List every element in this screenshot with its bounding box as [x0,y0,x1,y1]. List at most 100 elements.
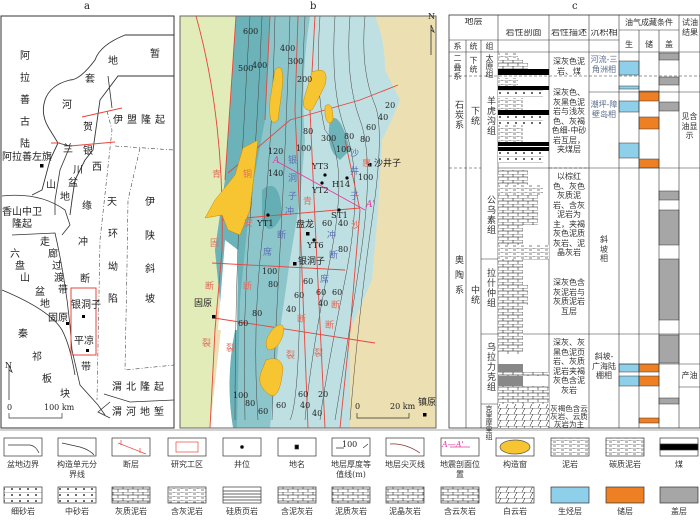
contour-label: 60 [238,319,249,328]
fault-zone-label: 断 [331,301,341,311]
contour-label: 600 [243,27,259,36]
contour-label: 100 [336,145,352,154]
header-system: 系 [453,42,462,51]
map-label: 渡 [54,273,64,284]
profile-end-label: A' [366,200,375,210]
stratigraphic-column [448,14,700,429]
contour-label: 100 [358,173,374,182]
zone-label: 冲 [285,207,295,217]
structural-windows [204,67,334,396]
contour-label: 300 [288,57,304,66]
desc-wulalike: 深灰、灰黑色泥页岩、灰质泥岩夹褐灰色含泥灰岩 [553,338,585,395]
cap-layer-cell [658,397,680,405]
legend-contour-value: 100 [342,440,358,449]
header-reservoir: 储 [645,40,653,49]
place-label: 盘龙 [296,220,315,230]
map-label: 陆 [20,139,30,150]
fault-zone-label: 裂 [286,351,296,361]
map-label: 古 [20,117,30,128]
series-permian: 下统 [469,56,478,74]
map-label: 固原 [48,313,68,324]
contour-label: 100 [296,144,312,153]
scale-zero: 0 [355,402,361,411]
reservoir-layer-cell [638,116,660,130]
header-lith-desc: 岩性描述 [550,29,587,38]
map-label: 天 [107,197,117,208]
contour-label: 80 [245,399,256,408]
well-label: YT1 [257,219,274,229]
legend-item-label: 含云灰岩 [444,507,476,516]
legend-item-label: 储层 [617,507,633,516]
contour-label: 100 [233,391,249,400]
header-strata: 地层 [464,18,483,27]
header-series: 统 [469,42,478,51]
map-label: 伊盟隆起 [113,115,169,126]
map-label: 银洞子 [71,300,101,311]
contour-label: 60 [322,219,333,228]
contour-label: 60 [258,407,269,416]
legend-item-label: 含泥灰岩 [281,507,313,516]
fault-zone-label: 固 [210,239,220,249]
cap-layer-cell [658,258,680,321]
panel-b-map [179,15,437,429]
fault-zone-label: 青 [212,170,222,180]
header-conditions: 油气成藏条件 [625,18,673,27]
legend-profile-symbol: A—A' [442,440,464,449]
series-carboniferous: 下统 [469,106,479,126]
place-label: 固原 [194,299,213,309]
test-yanghugou: 见含油显示 [681,112,698,140]
scale-label: 100 km [44,403,75,412]
source-layer-cell [618,375,640,387]
map-label: 坡 [145,294,155,305]
map-label: 香山中卫 [2,207,42,218]
fault-zone-label: 裂 [226,344,236,354]
panel-a-title: a [84,1,90,12]
fault-zone-label: 惠 [362,159,372,169]
well-label: YT6 [307,241,324,251]
north-label: N [428,12,435,21]
zone-label: 断 [277,231,287,241]
legend-item-label: 泥晶灰岩 [389,507,421,516]
map-label: 平凉 [74,336,94,347]
fault-zone-label: 沙 [351,221,361,231]
north-arrow-icon [430,24,435,55]
legend-item-label: 构造窗 [503,460,527,469]
header-facies: 沉积相 [590,29,618,38]
map-label: 廊 [48,249,58,260]
map-label: 河 [62,100,72,111]
map-label: 地 [108,56,118,67]
legend-item-label: 泥岩 [562,460,578,469]
zone-label: 断 [329,251,339,261]
cap-layer-cell [658,76,680,86]
map-label: 秦 [18,329,28,340]
contour-label: 60 [276,401,287,410]
fault-zone-label: 铜 [243,170,253,180]
header-test: 试油结果 [682,18,698,37]
contour-label: 120 [268,147,284,156]
map-label: 盆 [68,178,78,189]
zone-label: 冲 [327,231,337,241]
legend-item-label: 研究工区 [171,460,203,469]
source-layer-cell [618,85,640,90]
seismic-profile-line [277,161,366,211]
legend-item-label: 盖层 [671,507,687,516]
profile-start-label: A [273,156,280,166]
map-label: 善 [20,95,30,106]
legend-item-label: 断层 [123,460,139,469]
map-label: 伊 [145,197,155,208]
header-formation: 组 [485,42,494,51]
map-label: 陕 [145,231,155,242]
well-label: YT3 [312,162,329,172]
contour-label: 40 [338,219,349,228]
map-label: 块 [60,389,70,400]
contour-label: 80 [360,135,371,144]
formation-taiyuan: 太原组 [485,54,494,78]
legend-item-label: 地层厚度等值线(m) [331,460,371,479]
map-label: 地 [60,192,70,203]
fault-zone-label: 裂 [202,339,212,349]
facies-taiyuan: 河流-三角洲相 [590,55,618,74]
legend-item-label: 井位 [234,460,250,469]
zone-label: 洞 [288,174,298,184]
